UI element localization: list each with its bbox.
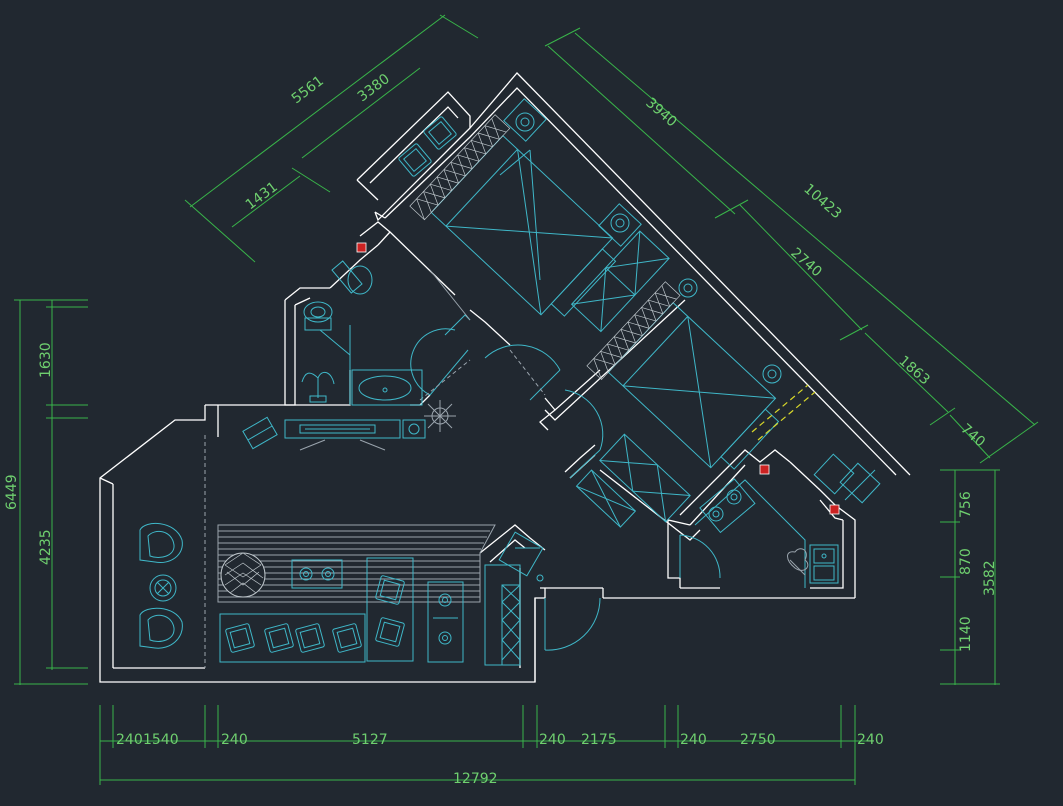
wardrobe-icon — [575, 469, 637, 528]
plant-icon — [787, 548, 809, 576]
living-furniture — [139, 400, 544, 666]
chair-icon — [375, 617, 405, 647]
chair-icon — [375, 575, 405, 605]
toilet-icon — [303, 301, 333, 331]
kitchen-sink-icon — [809, 544, 839, 584]
marker-icon — [829, 504, 840, 515]
sofa-seating — [219, 613, 366, 663]
cooktop-icon — [291, 559, 343, 589]
dim-bottom-seg-4: 5127 — [352, 732, 388, 748]
chair-icon — [423, 116, 457, 150]
dim-bottom-seg-1: 240 — [116, 732, 143, 748]
dining-chairs — [366, 557, 414, 662]
cooktop-counter-icon — [427, 581, 464, 663]
chair-icon — [295, 623, 325, 653]
chair-icon — [139, 607, 183, 649]
bed-icon — [409, 114, 617, 317]
dim-topright-total: 10423 — [800, 181, 844, 222]
bathroom-fixtures — [301, 242, 423, 406]
dim-left-lower: 4235 — [38, 529, 54, 565]
nightstand-icon — [678, 278, 698, 298]
section-marker — [751, 384, 809, 433]
dimension-lines — [14, 14, 1039, 785]
washing-machine-icon — [498, 531, 544, 582]
section-marker — [757, 391, 816, 441]
dim-bottom-seg-2: 1540 — [143, 732, 179, 748]
chair-icon — [139, 522, 183, 564]
dim-topright-top: 3940 — [642, 95, 679, 130]
side-table-icon — [149, 574, 177, 602]
chair-icon — [332, 623, 362, 653]
dim-bottom-seg-6: 2175 — [581, 732, 617, 748]
dim-topleft-upper: 3380 — [355, 71, 393, 105]
nightstand-icon — [503, 98, 547, 142]
armchair-icon — [242, 416, 278, 450]
dim-topleft-outer: 5561 — [289, 73, 327, 107]
kitchen-furniture — [694, 453, 881, 588]
dim-right-seg-1: 756 — [958, 491, 974, 518]
chair-icon — [264, 623, 294, 653]
toilet-2-icon — [331, 260, 373, 295]
chair-icon — [398, 143, 432, 177]
dim-bottom-seg-7: 240 — [680, 732, 707, 748]
walls — [99, 72, 911, 683]
marker-icon — [759, 464, 770, 475]
dim-topleft-lower: 1431 — [243, 179, 281, 213]
dim-bottom-seg-5: 240 — [539, 732, 566, 748]
dim-bottom-seg-3: 240 — [221, 732, 248, 748]
chair-icon — [225, 623, 255, 653]
balcony-furniture — [398, 116, 457, 177]
wardrobe-icon — [570, 230, 670, 333]
dim-left-upper: 1630 — [38, 342, 54, 378]
bedroom-2-furniture — [575, 278, 782, 528]
cabinet-column — [484, 564, 521, 666]
dim-bottom-total: 12792 — [453, 771, 498, 787]
round-table-icon — [220, 552, 266, 598]
dim-topright-mid: 2740 — [787, 245, 824, 280]
dim-bottom-seg-9: 240 — [857, 732, 884, 748]
plant-icon — [424, 400, 456, 432]
dim-bottom-seg-8: 2750 — [740, 732, 776, 748]
dimension-labels: 6449 1630 4235 240 1540 240 5127 240 217… — [4, 71, 998, 787]
dim-left-total: 6449 — [4, 474, 20, 510]
tv-cabinet-icon — [284, 419, 426, 439]
refrigerator-icon — [813, 453, 881, 504]
wardrobe-icon — [599, 433, 691, 523]
shower-icon — [301, 371, 335, 403]
marker-icon — [356, 242, 367, 253]
dim-right-seg-2: 870 — [958, 548, 974, 575]
bedroom-1-furniture — [409, 98, 670, 333]
nightstand-icon — [762, 364, 782, 384]
dim-topright-end: 740 — [957, 421, 988, 451]
dim-topright-lower: 1863 — [895, 353, 932, 388]
dim-right-seg-3: 1140 — [958, 616, 974, 652]
nightstand-icon — [598, 203, 642, 247]
door-swings — [204, 269, 721, 668]
sink-icon — [351, 369, 423, 406]
dim-right-total: 3582 — [982, 560, 998, 596]
bay-window-chairs — [139, 522, 183, 649]
